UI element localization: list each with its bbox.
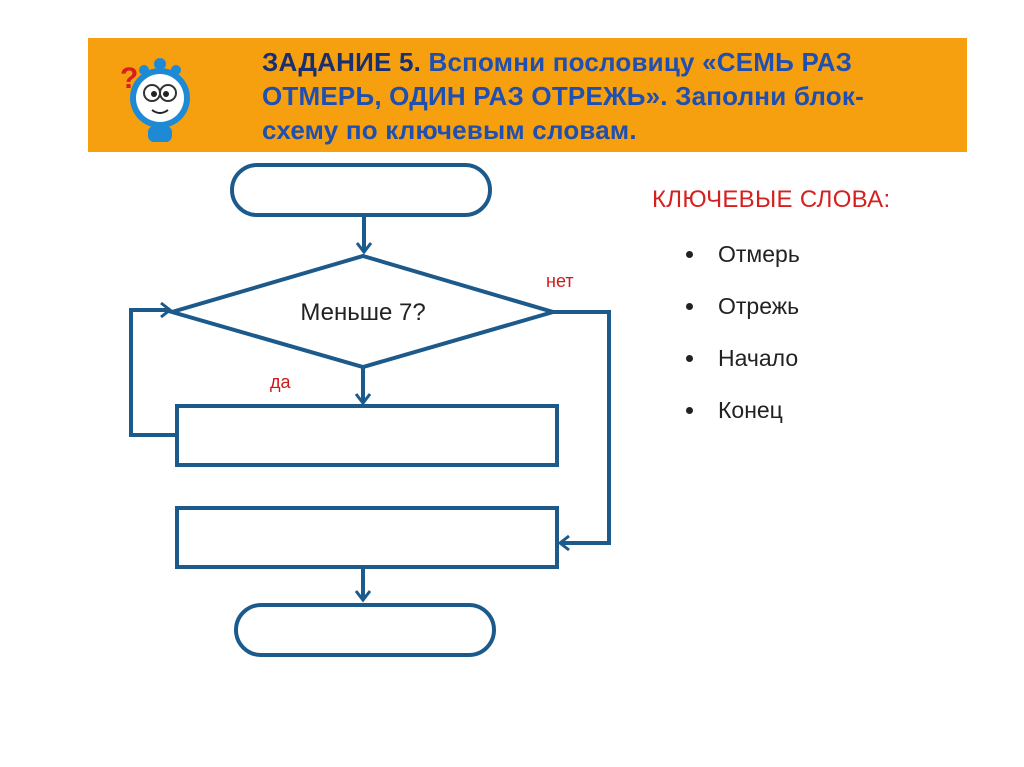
task-number: ЗАДАНИЕ 5. xyxy=(262,47,422,77)
bullet-icon xyxy=(686,407,693,414)
process-box-2[interactable] xyxy=(175,506,559,569)
arrowhead-no xyxy=(557,534,570,552)
arrowhead-loop xyxy=(160,301,173,319)
task-text: ЗАДАНИЕ 5. Вспомни пословицу «СЕМЬ РАЗ О… xyxy=(262,45,952,147)
loop-back-line xyxy=(129,308,177,437)
bullet-icon xyxy=(686,355,693,362)
process-box-1[interactable] xyxy=(175,404,559,467)
yes-label: да xyxy=(270,372,292,392)
keyword-item[interactable]: Отрежь xyxy=(686,284,800,336)
arrowhead-end xyxy=(354,590,372,603)
svg-text:?: ? xyxy=(120,62,138,95)
task-line-1-rest: Вспомни пословицу «СЕМЬ РАЗ xyxy=(428,47,853,77)
task-line-1: ЗАДАНИЕ 5. Вспомни пословицу «СЕМЬ РАЗ xyxy=(262,45,952,79)
task-banner xyxy=(88,38,967,152)
arrowhead-1 xyxy=(355,242,373,255)
keyword-label: Отмерь xyxy=(718,241,800,267)
mascot-icon: ? xyxy=(120,58,190,142)
keywords-list: Отмерь Отрежь Начало Конец xyxy=(686,232,800,440)
bullet-icon xyxy=(686,251,693,258)
end-terminator[interactable] xyxy=(234,603,496,657)
start-terminator[interactable] xyxy=(230,163,492,217)
task-line-2: ОТМЕРЬ, ОДИН РАЗ ОТРЕЖЬ». Заполни блок- xyxy=(262,81,864,111)
keyword-item[interactable]: Отмерь xyxy=(686,232,800,284)
arrowhead-yes xyxy=(354,393,372,406)
task-line-3: схему по ключевым словам. xyxy=(262,115,637,145)
no-label: нет xyxy=(546,271,574,291)
decision-label: Меньше 7? xyxy=(300,299,425,326)
arrow-no xyxy=(553,310,611,545)
keywords-title: КЛЮЧЕВЫЕ СЛОВА: xyxy=(652,186,891,213)
keyword-item[interactable]: Конец xyxy=(686,388,800,440)
keyword-label: Отрежь xyxy=(718,293,800,319)
keyword-label: Конец xyxy=(718,397,783,423)
keyword-item[interactable]: Начало xyxy=(686,336,800,388)
keyword-label: Начало xyxy=(718,345,799,371)
bullet-icon xyxy=(686,303,693,310)
